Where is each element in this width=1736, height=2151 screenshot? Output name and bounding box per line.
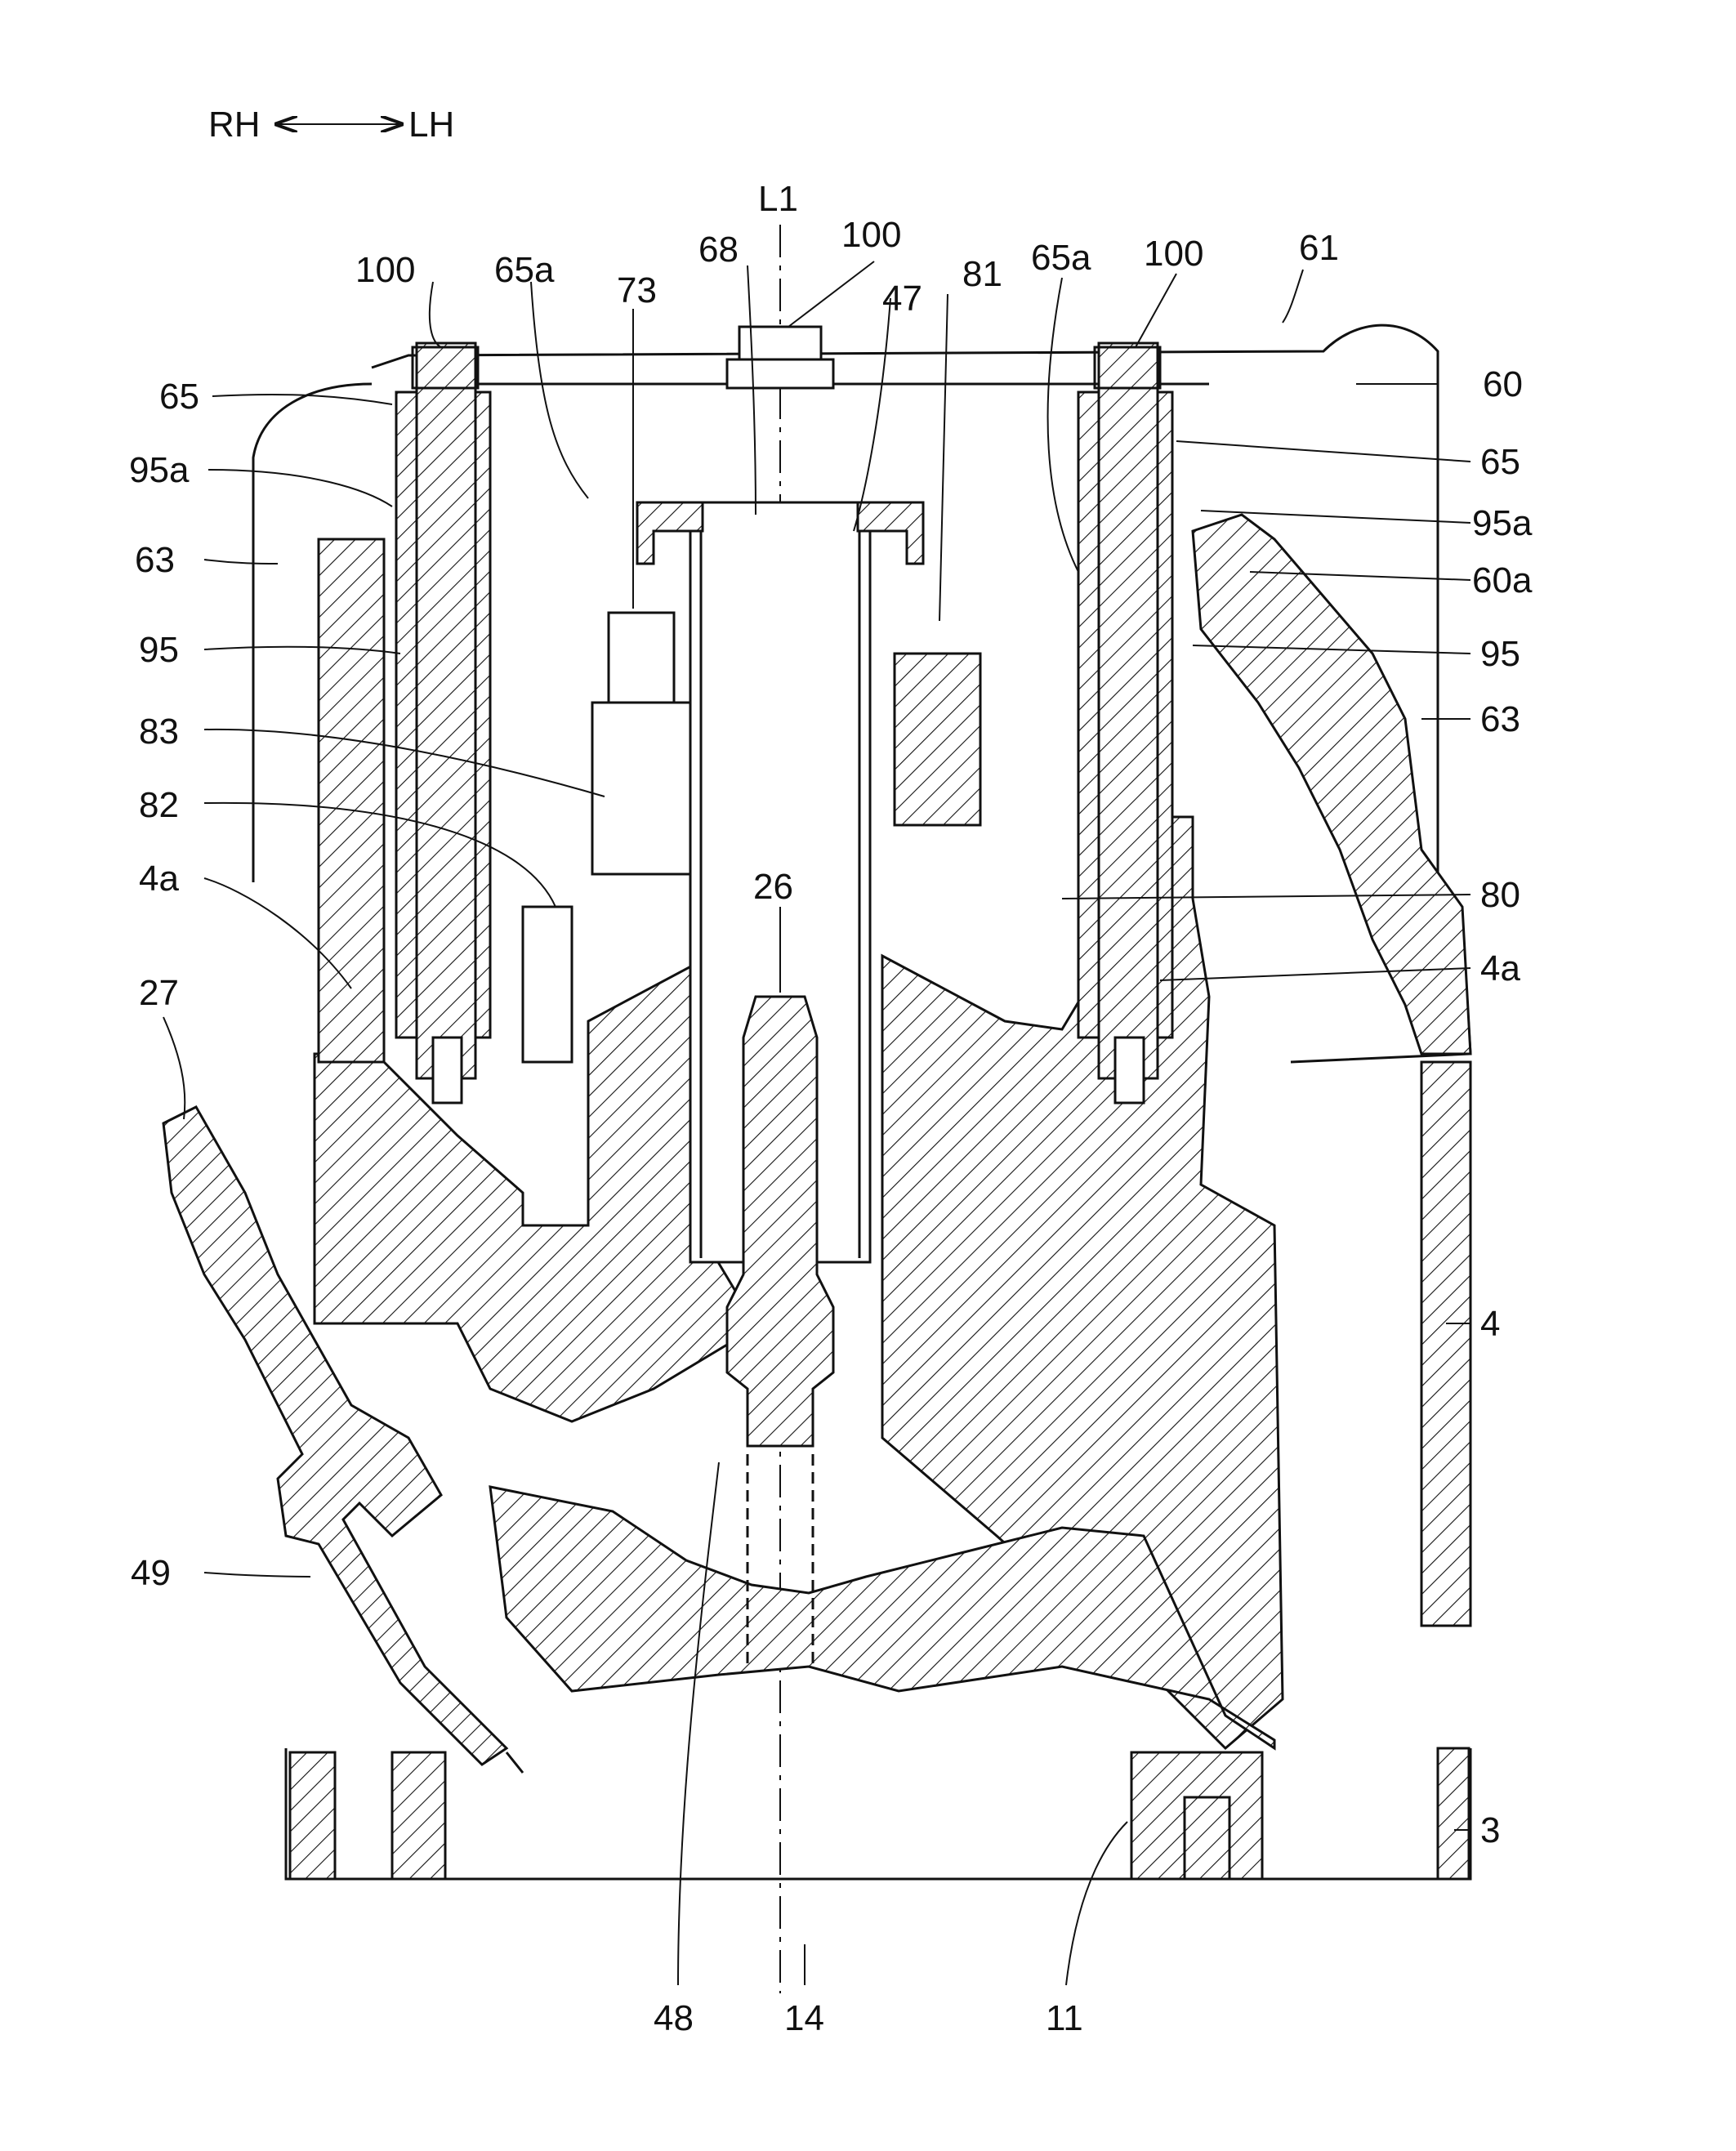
label-80: 80 xyxy=(1480,875,1520,915)
label-47: 47 xyxy=(882,279,922,319)
label-3: 3 xyxy=(1480,1810,1500,1850)
label-95-right: 95 xyxy=(1480,634,1520,674)
label-61: 61 xyxy=(1299,228,1339,268)
left-bolt-assembly xyxy=(396,343,490,1103)
label-26: 26 xyxy=(753,867,793,907)
label-65-left: 65 xyxy=(159,377,199,417)
label-95-left: 95 xyxy=(139,630,179,670)
label-100-right: 100 xyxy=(1144,234,1203,274)
left-outer-wall xyxy=(319,539,384,1062)
label-65a-right: 65a xyxy=(1031,238,1091,278)
label-68: 68 xyxy=(698,230,739,270)
axis-label: L1 xyxy=(758,179,798,219)
direction-right-label: LH xyxy=(408,105,454,145)
label-11: 11 xyxy=(1046,1998,1083,2038)
label-63-right: 63 xyxy=(1480,699,1520,739)
label-100-left: 100 xyxy=(355,250,415,290)
label-49: 49 xyxy=(131,1553,171,1593)
label-100-center: 100 xyxy=(841,215,901,255)
label-27: 27 xyxy=(139,973,179,1013)
label-83: 83 xyxy=(139,712,179,752)
label-82: 82 xyxy=(139,785,179,825)
label-4: 4 xyxy=(1480,1304,1500,1344)
label-60a: 60a xyxy=(1472,560,1533,600)
label-4a-right: 4a xyxy=(1480,948,1520,988)
label-60: 60 xyxy=(1483,364,1523,404)
label-95a-left: 95a xyxy=(129,450,190,490)
cylinder-block xyxy=(286,1748,1470,1879)
direction-left-label: RH xyxy=(208,105,261,145)
label-95a-right: 95a xyxy=(1472,503,1533,543)
label-65a-left: 65a xyxy=(494,250,555,290)
label-48: 48 xyxy=(654,1998,694,2038)
label-4a-left: 4a xyxy=(139,859,179,899)
label-73: 73 xyxy=(617,270,657,310)
inner-plug xyxy=(727,997,833,1667)
label-14: 14 xyxy=(784,1998,824,2038)
direction-indicator: RH LH xyxy=(208,105,454,145)
label-81: 81 xyxy=(962,254,1002,294)
right-bolt-assembly xyxy=(1078,343,1172,1103)
label-65-right: 65 xyxy=(1480,442,1520,482)
label-63-left: 63 xyxy=(135,540,175,580)
